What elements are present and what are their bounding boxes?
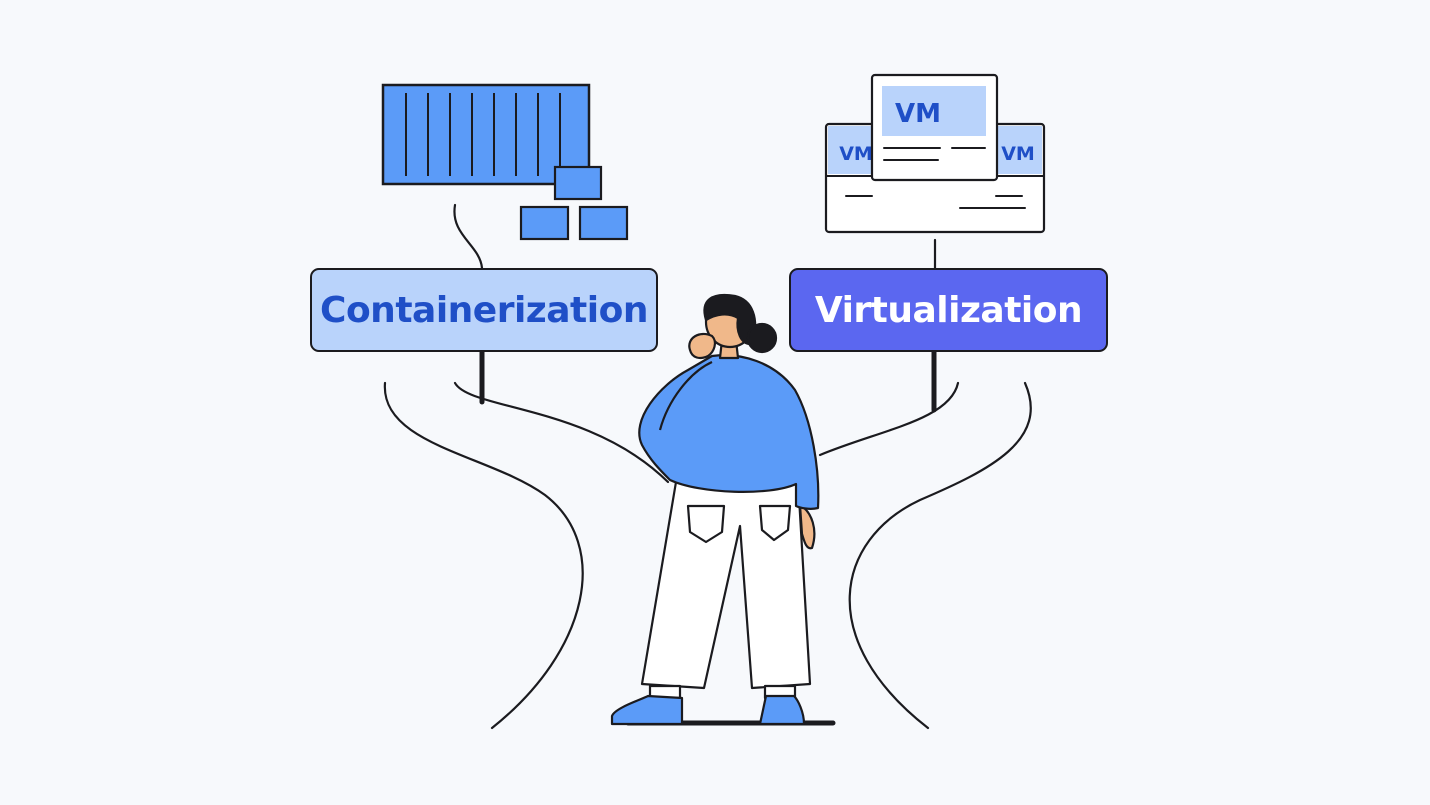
- vm-center-label: VM: [895, 99, 941, 129]
- containerization-label: Containerization: [320, 289, 648, 331]
- vm-left-label: VM: [839, 143, 873, 165]
- containerization-sign: Containerization: [310, 268, 658, 352]
- virtual-machine-windows-icon: VM VM VM: [824, 73, 1046, 234]
- vm-right-label: VM: [1001, 143, 1035, 165]
- forking-road-illustration: [383, 381, 1032, 730]
- virtualization-label: Virtualization: [814, 289, 1083, 331]
- thinking-person-illustration: [610, 293, 836, 726]
- stacked-boxes-icon: [519, 165, 629, 241]
- virtualization-sign: Virtualization: [789, 268, 1108, 352]
- sign-posts: [453, 203, 937, 413]
